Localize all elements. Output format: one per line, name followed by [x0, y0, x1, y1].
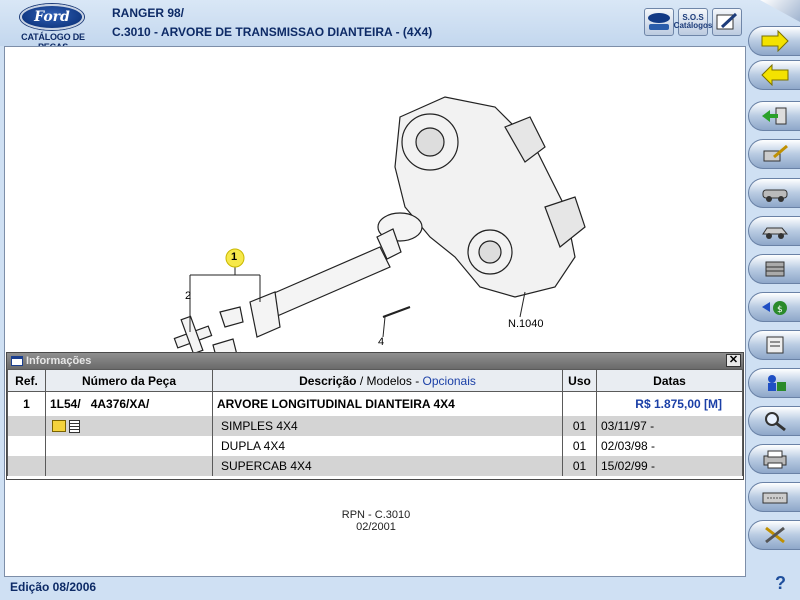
assembly-label[interactable]: N.1040	[508, 318, 544, 330]
keyboard-icon[interactable]	[748, 482, 800, 512]
table-header-row: Ref. Número da Peça Descrição / Modelos …	[7, 369, 743, 392]
cell-use: 01	[562, 455, 597, 476]
rpn-line2: 02/2001	[356, 521, 396, 533]
info-panel: Informações ✕ Ref. Número da Peça Descri…	[6, 352, 744, 480]
logo-text: Ford	[34, 9, 70, 25]
cell-empty	[45, 435, 213, 456]
rpn-line1: RPN - C.3010	[341, 509, 411, 521]
col-use: Uso	[562, 369, 597, 392]
driveshaft-drawing	[249, 212, 423, 338]
sos-catalogos-icon[interactable]: S.O.S Catálogos	[674, 8, 712, 36]
edit-notes-icon[interactable]	[712, 8, 742, 36]
part-label-2[interactable]: 2	[185, 290, 192, 302]
callout-circle	[225, 248, 245, 268]
col-description: Descrição / Modelos - Opcionais	[212, 369, 563, 392]
col-optionals-link[interactable]: Opcionais	[422, 373, 476, 388]
cell-description: ARVORE LONGITUDINAL DIANTEIRA 4X4	[212, 391, 563, 416]
tools-icon[interactable]	[748, 139, 800, 169]
col-dates: Datas	[596, 369, 743, 392]
edition-label: Edição 08/2006	[10, 580, 97, 594]
col-separator: /	[359, 373, 364, 388]
table-row[interactable]: SIMPLES 4X4 01 03/11/97 -	[7, 415, 743, 436]
col-description-label: Descrição	[299, 373, 357, 388]
info-titlebar: Informações ✕	[7, 353, 743, 369]
magnifier-icon[interactable]	[748, 406, 800, 436]
cell-model: DUPLA 4X4	[212, 435, 563, 456]
header-bar: Ford CATÁLOGO DE PEÇAS RANGER 98/ C.3010…	[0, 0, 800, 52]
back-arrow-icon[interactable]	[748, 60, 800, 90]
cell-part-number: 1L54/ 4A376/XA/	[45, 391, 213, 416]
parts-table: Ref. Número da Peça Descrição / Modelos …	[7, 369, 743, 476]
diagram-drawing	[173, 96, 586, 371]
cell-price[interactable]: R$ 1.875,00 [M]	[596, 391, 743, 416]
universal-joint-drawing	[173, 306, 244, 361]
ford-oval-icon: Ford	[20, 4, 84, 30]
forward-arrow-icon[interactable]	[748, 26, 800, 56]
help-icon[interactable]: ?	[775, 573, 786, 593]
table-row[interactable]: SUPERCAB 4X4 01 15/02/99 -	[7, 455, 743, 476]
sos-label: S.O.S Catálogos	[673, 13, 713, 30]
car-icon[interactable]	[748, 216, 800, 246]
search-person-icon[interactable]	[748, 368, 800, 398]
part-label-4[interactable]: 4	[378, 336, 385, 348]
table-row[interactable]: DUPLA 4X4 01 02/03/98 -	[7, 435, 743, 456]
rpn-note: RPN - C.3010 02/2001	[5, 509, 747, 533]
close-icon[interactable]: ✕	[726, 354, 741, 367]
cell-empty	[7, 435, 46, 456]
col-ref: Ref.	[7, 369, 46, 392]
window-icon	[11, 356, 23, 366]
cell-date: 02/03/98 -	[596, 435, 743, 456]
exit-icon[interactable]	[748, 101, 800, 131]
price-icon[interactable]: $	[748, 292, 800, 322]
cell-model: SIMPLES 4X4	[212, 415, 563, 436]
parts-diagram: 1 2 3 3 4 N.1040	[145, 87, 605, 387]
transfer-case-drawing	[394, 96, 586, 298]
top-toolbar: S.O.S Catálogos	[644, 8, 742, 38]
cell-icons	[45, 415, 213, 436]
cell-model: SUPERCAB 4X4	[212, 455, 563, 476]
close-tools-icon[interactable]	[748, 520, 800, 550]
ford-catalog-icon[interactable]	[644, 8, 674, 36]
svg-text:$: $	[777, 305, 783, 315]
content-area: 1 2 3 3 4 N.1040 Informações ✕ Ref. Núme…	[4, 46, 746, 577]
cell-use: 01	[562, 435, 597, 456]
ford-logo: Ford CATÁLOGO DE PEÇAS	[8, 3, 98, 52]
cell-use	[562, 391, 597, 416]
cell-empty	[45, 455, 213, 476]
cell-empty	[7, 455, 46, 476]
cell-date: 15/02/99 -	[596, 455, 743, 476]
document-icon[interactable]	[69, 419, 80, 433]
printer-icon[interactable]	[748, 444, 800, 474]
folder-icon[interactable]	[52, 420, 66, 433]
page-corner-icon	[760, 0, 800, 22]
cell-date: 03/11/97 -	[596, 415, 743, 436]
notes-icon[interactable]	[748, 330, 800, 360]
cell-use: 01	[562, 415, 597, 436]
section-title: C.3010 - ARVORE DE TRANSMISSAO DIANTEIRA…	[112, 25, 433, 39]
vehicles-icon[interactable]	[748, 178, 800, 208]
cell-empty	[7, 415, 46, 436]
col-part-number: Número da Peça	[45, 369, 213, 392]
vehicle-title: RANGER 98/	[112, 6, 185, 20]
engine-icon[interactable]	[748, 254, 800, 284]
col-models-label: Modelos -	[366, 373, 420, 388]
callout-number[interactable]: 1	[231, 251, 238, 263]
cell-ref: 1	[7, 391, 46, 416]
info-title: Informações	[26, 355, 92, 367]
bolt-drawing	[382, 306, 411, 318]
table-row-main[interactable]: 1 1L54/ 4A376/XA/ ARVORE LONGITUDINAL DI…	[7, 391, 743, 416]
